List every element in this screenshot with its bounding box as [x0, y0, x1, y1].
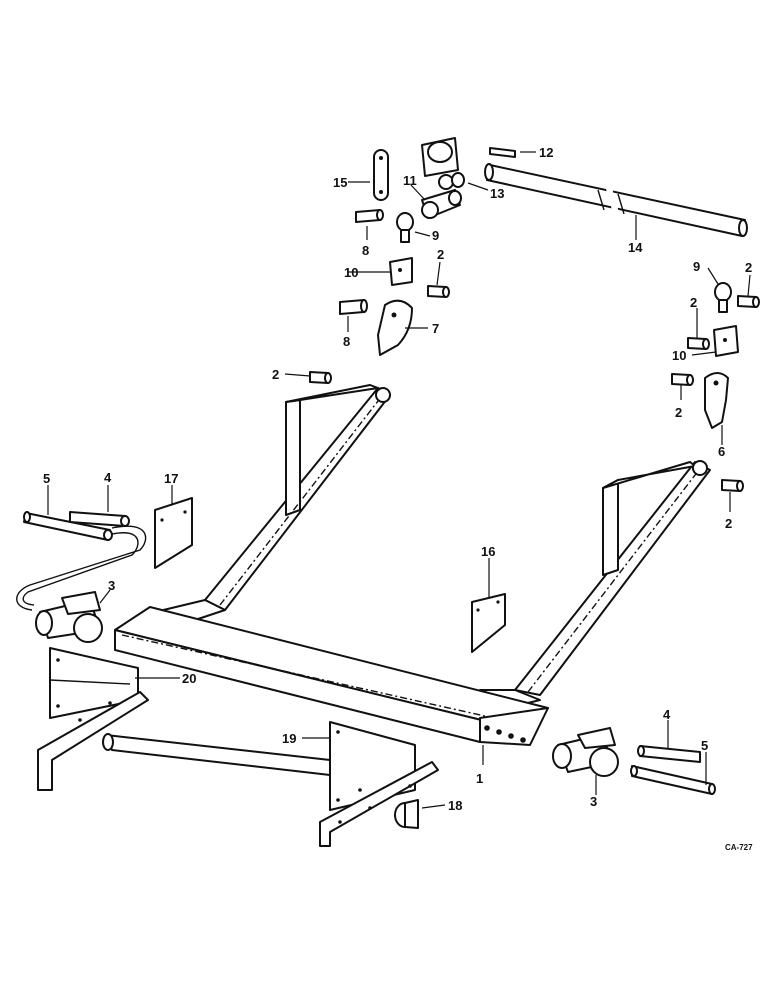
- drawing-code: CA-727: [725, 843, 753, 852]
- pivot-block-13: [421, 137, 465, 190]
- callout-2: 2: [272, 367, 279, 382]
- pin-left-5: [23, 511, 113, 541]
- callout-16: 16: [481, 544, 495, 559]
- callout-5: 5: [43, 471, 50, 486]
- plate-16: [471, 593, 506, 653]
- key-12: [489, 147, 516, 158]
- callout-10: 10: [344, 265, 358, 280]
- callout-9: 9: [432, 228, 439, 243]
- callout-9: 9: [693, 259, 700, 274]
- callout-8: 8: [362, 243, 369, 258]
- callout-4: 4: [104, 470, 112, 485]
- callout-8: 8: [343, 334, 350, 349]
- callout-11: 11: [403, 173, 417, 188]
- lever-11: [421, 189, 462, 219]
- mounting-bracket-18: [319, 761, 439, 847]
- pin-right-5: [630, 765, 716, 795]
- shaft-right-4: [637, 745, 701, 763]
- callout-18: 18: [448, 798, 462, 813]
- callout-17: 17: [164, 471, 178, 486]
- leader-lines: [47, 151, 751, 809]
- pin-2-right-b: [687, 337, 710, 350]
- rod-end-9-left: [396, 212, 414, 243]
- callout-15: 15: [333, 175, 347, 190]
- clamp-right-3: [552, 727, 619, 777]
- rod-end-9-right: [714, 282, 732, 313]
- callout-3: 3: [108, 578, 115, 593]
- arm-6: [704, 372, 729, 429]
- callout-19: 19: [282, 731, 296, 746]
- plate-17: [154, 497, 193, 569]
- callout-2: 2: [675, 405, 682, 420]
- main-frame: [114, 384, 711, 746]
- callout-14: 14: [628, 240, 643, 255]
- side-plate-left-20: [37, 647, 149, 791]
- callout-2: 2: [437, 247, 444, 262]
- callout-labels: 1 2 2 2 2 2 2 3 3 4 4 5 5 6 7 8 8 9 9 10…: [43, 145, 753, 852]
- shaft-14: [484, 163, 748, 237]
- pin-2-right-d: [721, 479, 744, 492]
- callout-12: 12: [539, 145, 553, 160]
- link-15: [373, 149, 389, 201]
- clevis-10-left: [389, 257, 413, 286]
- crank-rod: [16, 525, 147, 611]
- clamp-left-3: [35, 591, 103, 643]
- callout-2: 2: [745, 260, 752, 275]
- clevis-10-right: [713, 325, 739, 357]
- callout-2: 2: [690, 295, 697, 310]
- callout-3: 3: [590, 794, 597, 809]
- callout-20: 20: [182, 671, 196, 686]
- pin-2-frame: [309, 371, 332, 384]
- pin-8-lower: [339, 299, 368, 315]
- pin-2-right-c: [671, 373, 694, 386]
- callout-1: 1: [476, 771, 483, 786]
- pin-2-right-a: [737, 295, 760, 308]
- callout-7: 7: [432, 321, 439, 336]
- callout-13: 13: [490, 186, 504, 201]
- callout-2: 2: [725, 516, 732, 531]
- callout-10: 10: [672, 348, 686, 363]
- callout-4: 4: [663, 707, 671, 722]
- pin-8-upper: [355, 209, 384, 223]
- arm-7: [377, 299, 413, 356]
- callout-6: 6: [718, 444, 725, 459]
- pin-2-left-a: [427, 285, 450, 298]
- callout-5: 5: [701, 738, 708, 753]
